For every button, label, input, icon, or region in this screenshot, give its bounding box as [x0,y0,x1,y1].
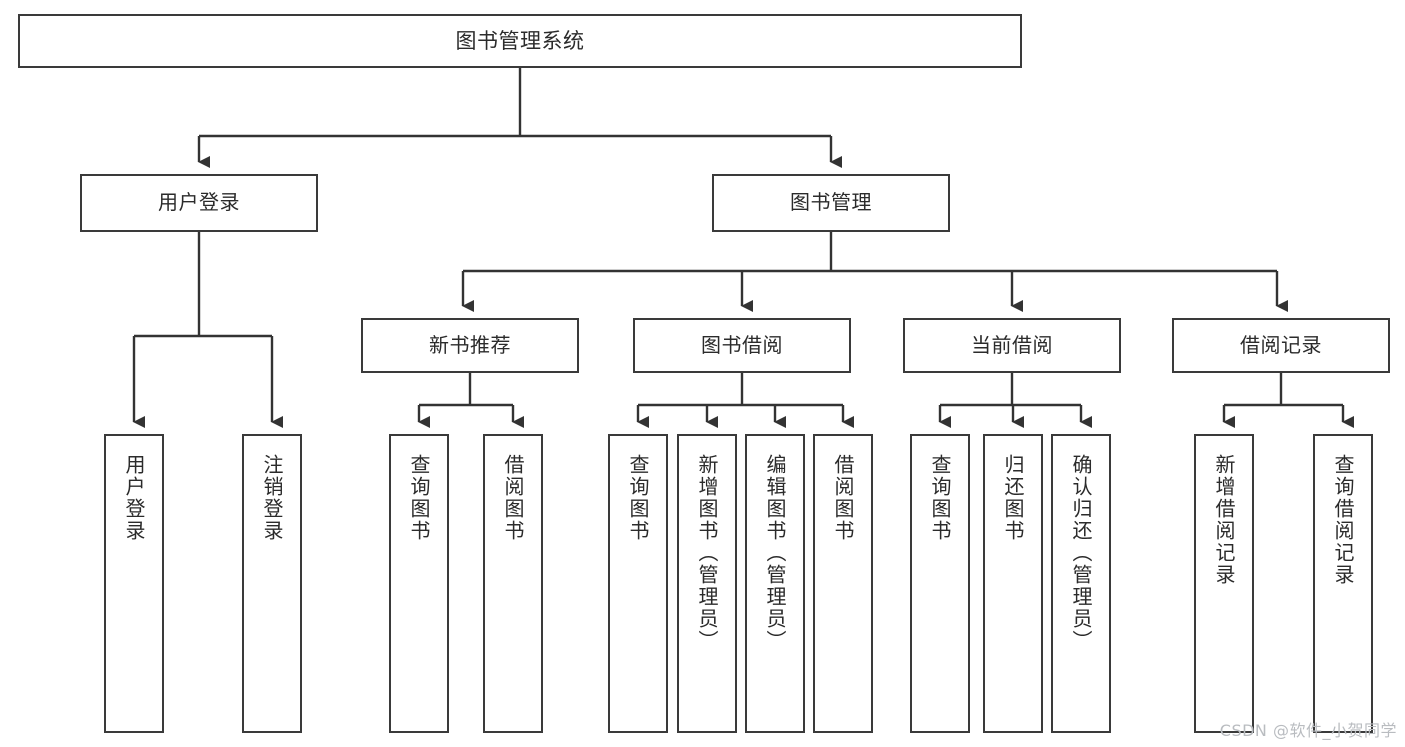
node-label: 注销登录 [260,454,284,542]
node-label: 图书管理系统 [455,28,585,53]
node-leaf-add-record[interactable]: 新增借阅记录 [1194,434,1254,733]
node-leaf-borrow-book-2[interactable]: 借阅图书 [813,434,873,733]
node-label: 确认归还（管理员） [1069,454,1093,652]
node-leaf-add-book[interactable]: 新增图书（管理员） [677,434,737,733]
node-leaf-query-book-1[interactable]: 查询图书 [389,434,449,733]
node-label: 查询借阅记录 [1331,454,1355,586]
node-label: 图书管理 [790,190,872,215]
node-label: 查询图书 [928,454,952,542]
node-leaf-return-book[interactable]: 归还图书 [983,434,1043,733]
node-book-manage[interactable]: 图书管理 [712,174,950,232]
node-leaf-query-book-3[interactable]: 查询图书 [910,434,970,733]
node-label: 新书推荐 [429,332,511,357]
node-label: 查询图书 [407,454,431,542]
node-label: 编辑图书（管理员） [763,454,787,652]
node-label: 当前借阅 [971,332,1053,357]
node-borrow-record[interactable]: 借阅记录 [1172,318,1390,373]
node-label: 借阅记录 [1240,332,1322,357]
node-leaf-borrow-book-1[interactable]: 借阅图书 [483,434,543,733]
node-label: 新增借阅记录 [1212,454,1236,586]
node-label: 借阅图书 [501,454,525,542]
node-leaf-user-login[interactable]: 用户登录 [104,434,164,733]
node-label: 图书借阅 [701,332,783,357]
node-label: 借阅图书 [831,454,855,542]
node-root[interactable]: 图书管理系统 [18,14,1022,68]
csdn-watermark: CSDN @软件_小贺同学 [1219,721,1397,740]
node-new-book-rec[interactable]: 新书推荐 [361,318,579,373]
node-leaf-logout[interactable]: 注销登录 [242,434,302,733]
node-label: 查询图书 [626,454,650,542]
node-current-borrow[interactable]: 当前借阅 [903,318,1121,373]
node-label: 归还图书 [1001,454,1025,542]
node-leaf-query-book-2[interactable]: 查询图书 [608,434,668,733]
node-leaf-query-record[interactable]: 查询借阅记录 [1313,434,1373,733]
node-book-borrow[interactable]: 图书借阅 [633,318,851,373]
node-leaf-edit-book[interactable]: 编辑图书（管理员） [745,434,805,733]
node-label: 用户登录 [158,190,240,215]
node-label: 用户登录 [122,454,146,542]
node-label: 新增图书（管理员） [695,454,719,652]
node-leaf-confirm-return[interactable]: 确认归还（管理员） [1051,434,1111,733]
node-user-login[interactable]: 用户登录 [80,174,318,232]
